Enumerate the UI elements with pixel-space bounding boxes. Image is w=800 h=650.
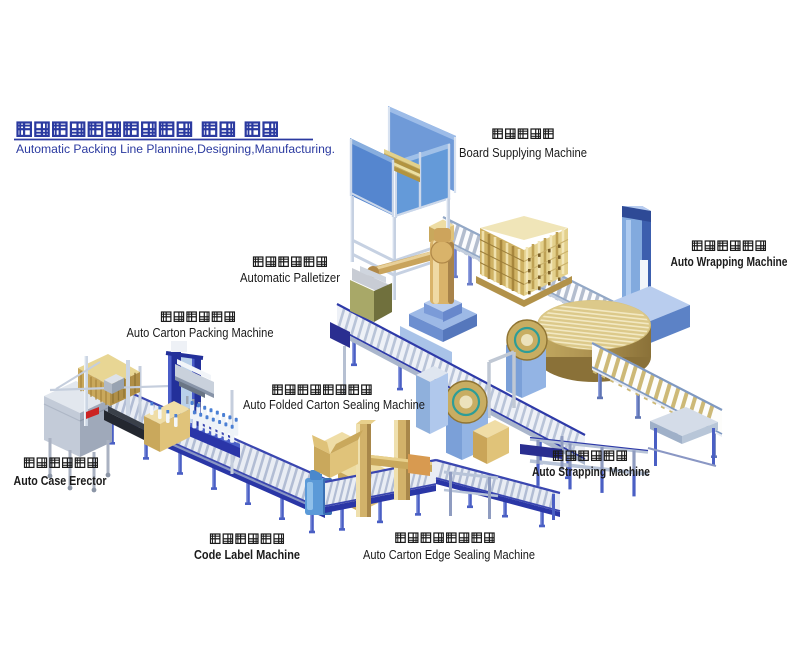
svg-text:Auto Carton Packing Machine: Auto Carton Packing Machine (127, 326, 274, 340)
svg-text:Auto Wrapping Machine: Auto Wrapping Machine (671, 255, 788, 269)
svg-text:Auto Carton Edge Sealing Machi: Auto Carton Edge Sealing Machine (363, 548, 535, 562)
svg-text:Code Label Machine: Code Label Machine (194, 547, 300, 562)
svg-text:Automatic Palletizer: Automatic Palletizer (240, 271, 340, 285)
svg-text:Auto Strapping Machine: Auto Strapping Machine (532, 465, 650, 479)
svg-text:Auto Folded Carton Sealing Mac: Auto Folded Carton Sealing Machine (243, 398, 425, 412)
svg-text:Auto Case Erector: Auto Case Erector (14, 473, 107, 488)
svg-text:Board Supplying Machine: Board Supplying Machine (459, 146, 587, 160)
svg-text:Automatic Packing Line Plannin: Automatic Packing Line Plannine,Designin… (16, 142, 335, 156)
